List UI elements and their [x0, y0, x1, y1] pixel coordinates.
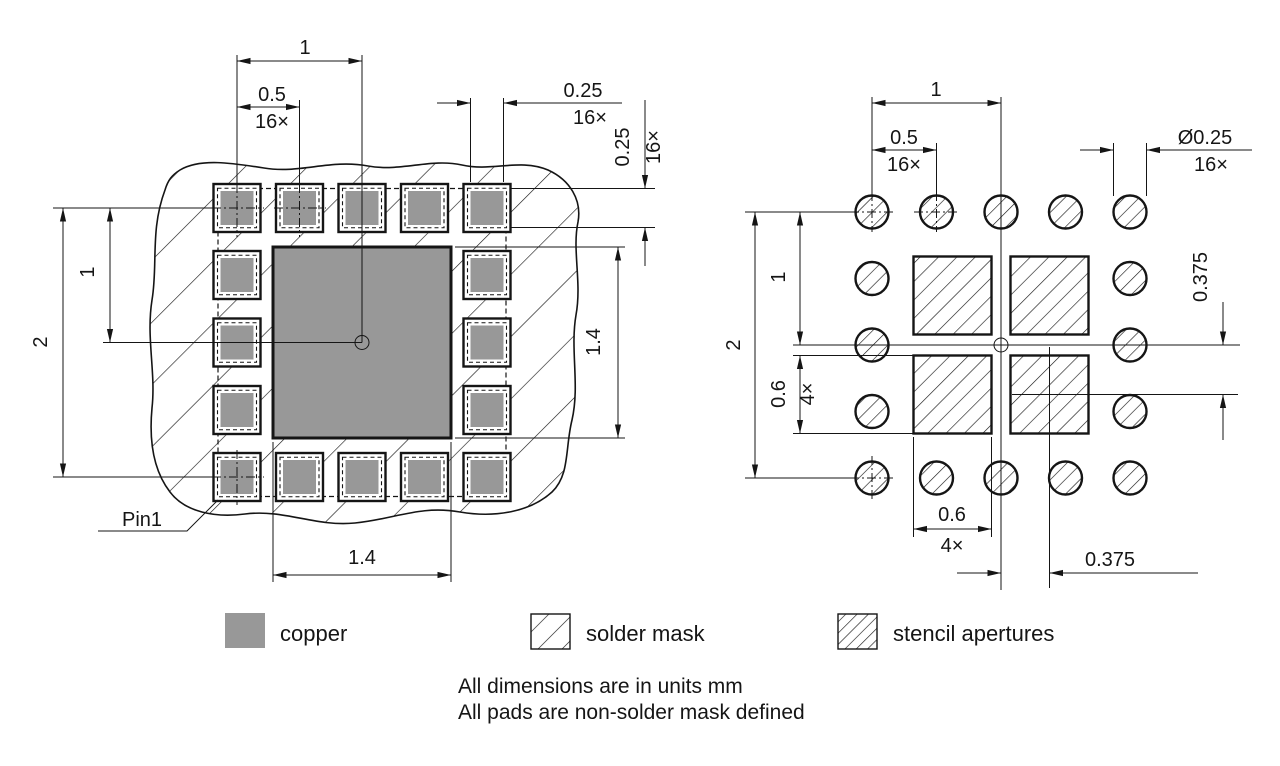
- pad: [462, 451, 512, 503]
- aperture-circle: [1112, 260, 1148, 297]
- dim-row-span: 2: [723, 339, 745, 350]
- dimensions-left-view: 1 0.5 16× 0.25 16× 0.25 16× 2 1: [30, 37, 665, 582]
- legend-label-solder-mask: solder mask: [586, 621, 706, 646]
- pad: [274, 451, 325, 503]
- dim-row-half: 1: [768, 271, 790, 282]
- aperture-circle: [854, 260, 890, 297]
- centerlines-right: [793, 97, 1240, 590]
- dim-pitch-count: 16×: [887, 154, 921, 176]
- dim-offset-y: 0.375: [1190, 252, 1212, 302]
- dim-center-pad-width: 1.4: [348, 547, 376, 569]
- dimensions-right-view: 1 0.5 16× Ø0.25 16× 2 1 0.6 4× 0.6: [723, 79, 1252, 577]
- notes: All dimensions are in units mm All pads …: [458, 675, 805, 724]
- dim-aperture-dia: Ø0.25: [1178, 127, 1232, 149]
- pad: [337, 451, 387, 503]
- note-pads: All pads are non-solder mask defined: [458, 701, 805, 724]
- legend: copper solder mask stencil apertures: [225, 613, 1054, 650]
- aperture-circle: [1112, 393, 1148, 430]
- pin1-leader-line: [98, 499, 219, 532]
- dim-pad-width: 0.25: [564, 80, 603, 102]
- dim-pad-height-count: 16×: [643, 130, 665, 164]
- dim-offset-x: 0.375: [1085, 549, 1135, 571]
- pad: [399, 451, 450, 503]
- dim-pad-height: 0.25: [612, 128, 634, 167]
- dim-pad-width-count: 16×: [573, 107, 607, 129]
- pad: [462, 182, 512, 234]
- dim-pad-pitch: 0.5: [258, 84, 286, 106]
- aperture-circle: [918, 460, 955, 496]
- aperture-square: [1009, 255, 1090, 336]
- aperture-square: [912, 354, 993, 435]
- dim-aperture-width-count: 4×: [941, 535, 964, 557]
- copper-mask-view: 1 0.5 16× 0.25 16× 0.25 16× 2 1: [30, 37, 665, 582]
- pad: [212, 249, 262, 301]
- pad: [462, 384, 512, 436]
- aperture-circle: [1112, 460, 1148, 496]
- centerlines: [103, 55, 370, 505]
- pad: [462, 249, 512, 301]
- dim-aperture-height: 0.6: [768, 380, 790, 408]
- dim-center-pad-height: 1.4: [583, 328, 605, 356]
- dim-pad-pitch-count: 16×: [255, 111, 289, 133]
- aperture-circle: [1047, 194, 1084, 230]
- legend-swatch-stencil-apertures: [837, 613, 878, 650]
- pin1-callout: Pin1: [98, 499, 219, 532]
- origin-crosshair: [993, 337, 1009, 353]
- legend-label-copper: copper: [280, 621, 347, 646]
- stencil-aperture-circles: [854, 194, 1148, 496]
- board-outline: [149, 161, 580, 525]
- aperture-square: [912, 255, 993, 336]
- pad: [462, 317, 512, 368]
- dim-pitch: 0.5: [890, 127, 918, 149]
- legend-swatch-solder-mask: [530, 613, 571, 650]
- dim-aperture-height-count: 4×: [797, 383, 819, 406]
- dim-pitch-double: 1: [930, 79, 941, 101]
- note-units: All dimensions are in units mm: [458, 675, 743, 698]
- pad: [212, 384, 262, 436]
- dim-pad-pitch-double: 1: [299, 37, 310, 59]
- origin-crosshair: [354, 335, 370, 350]
- dim-row-half: 1: [77, 266, 99, 277]
- dim-aperture-dia-count: 16×: [1194, 154, 1228, 176]
- pin1-label: Pin1: [122, 509, 162, 531]
- stencil-view: 1 0.5 16× Ø0.25 16× 2 1 0.6 4× 0.6: [723, 79, 1252, 590]
- aperture-circle: [854, 393, 890, 430]
- dim-row-span: 2: [30, 336, 52, 347]
- dim-aperture-width: 0.6: [938, 504, 966, 526]
- aperture-circle: [1047, 460, 1084, 496]
- pad: [399, 182, 450, 234]
- aperture-circle: [1112, 194, 1148, 230]
- legend-swatch-copper: [225, 613, 265, 648]
- legend-label-stencil-apertures: stencil apertures: [893, 621, 1054, 646]
